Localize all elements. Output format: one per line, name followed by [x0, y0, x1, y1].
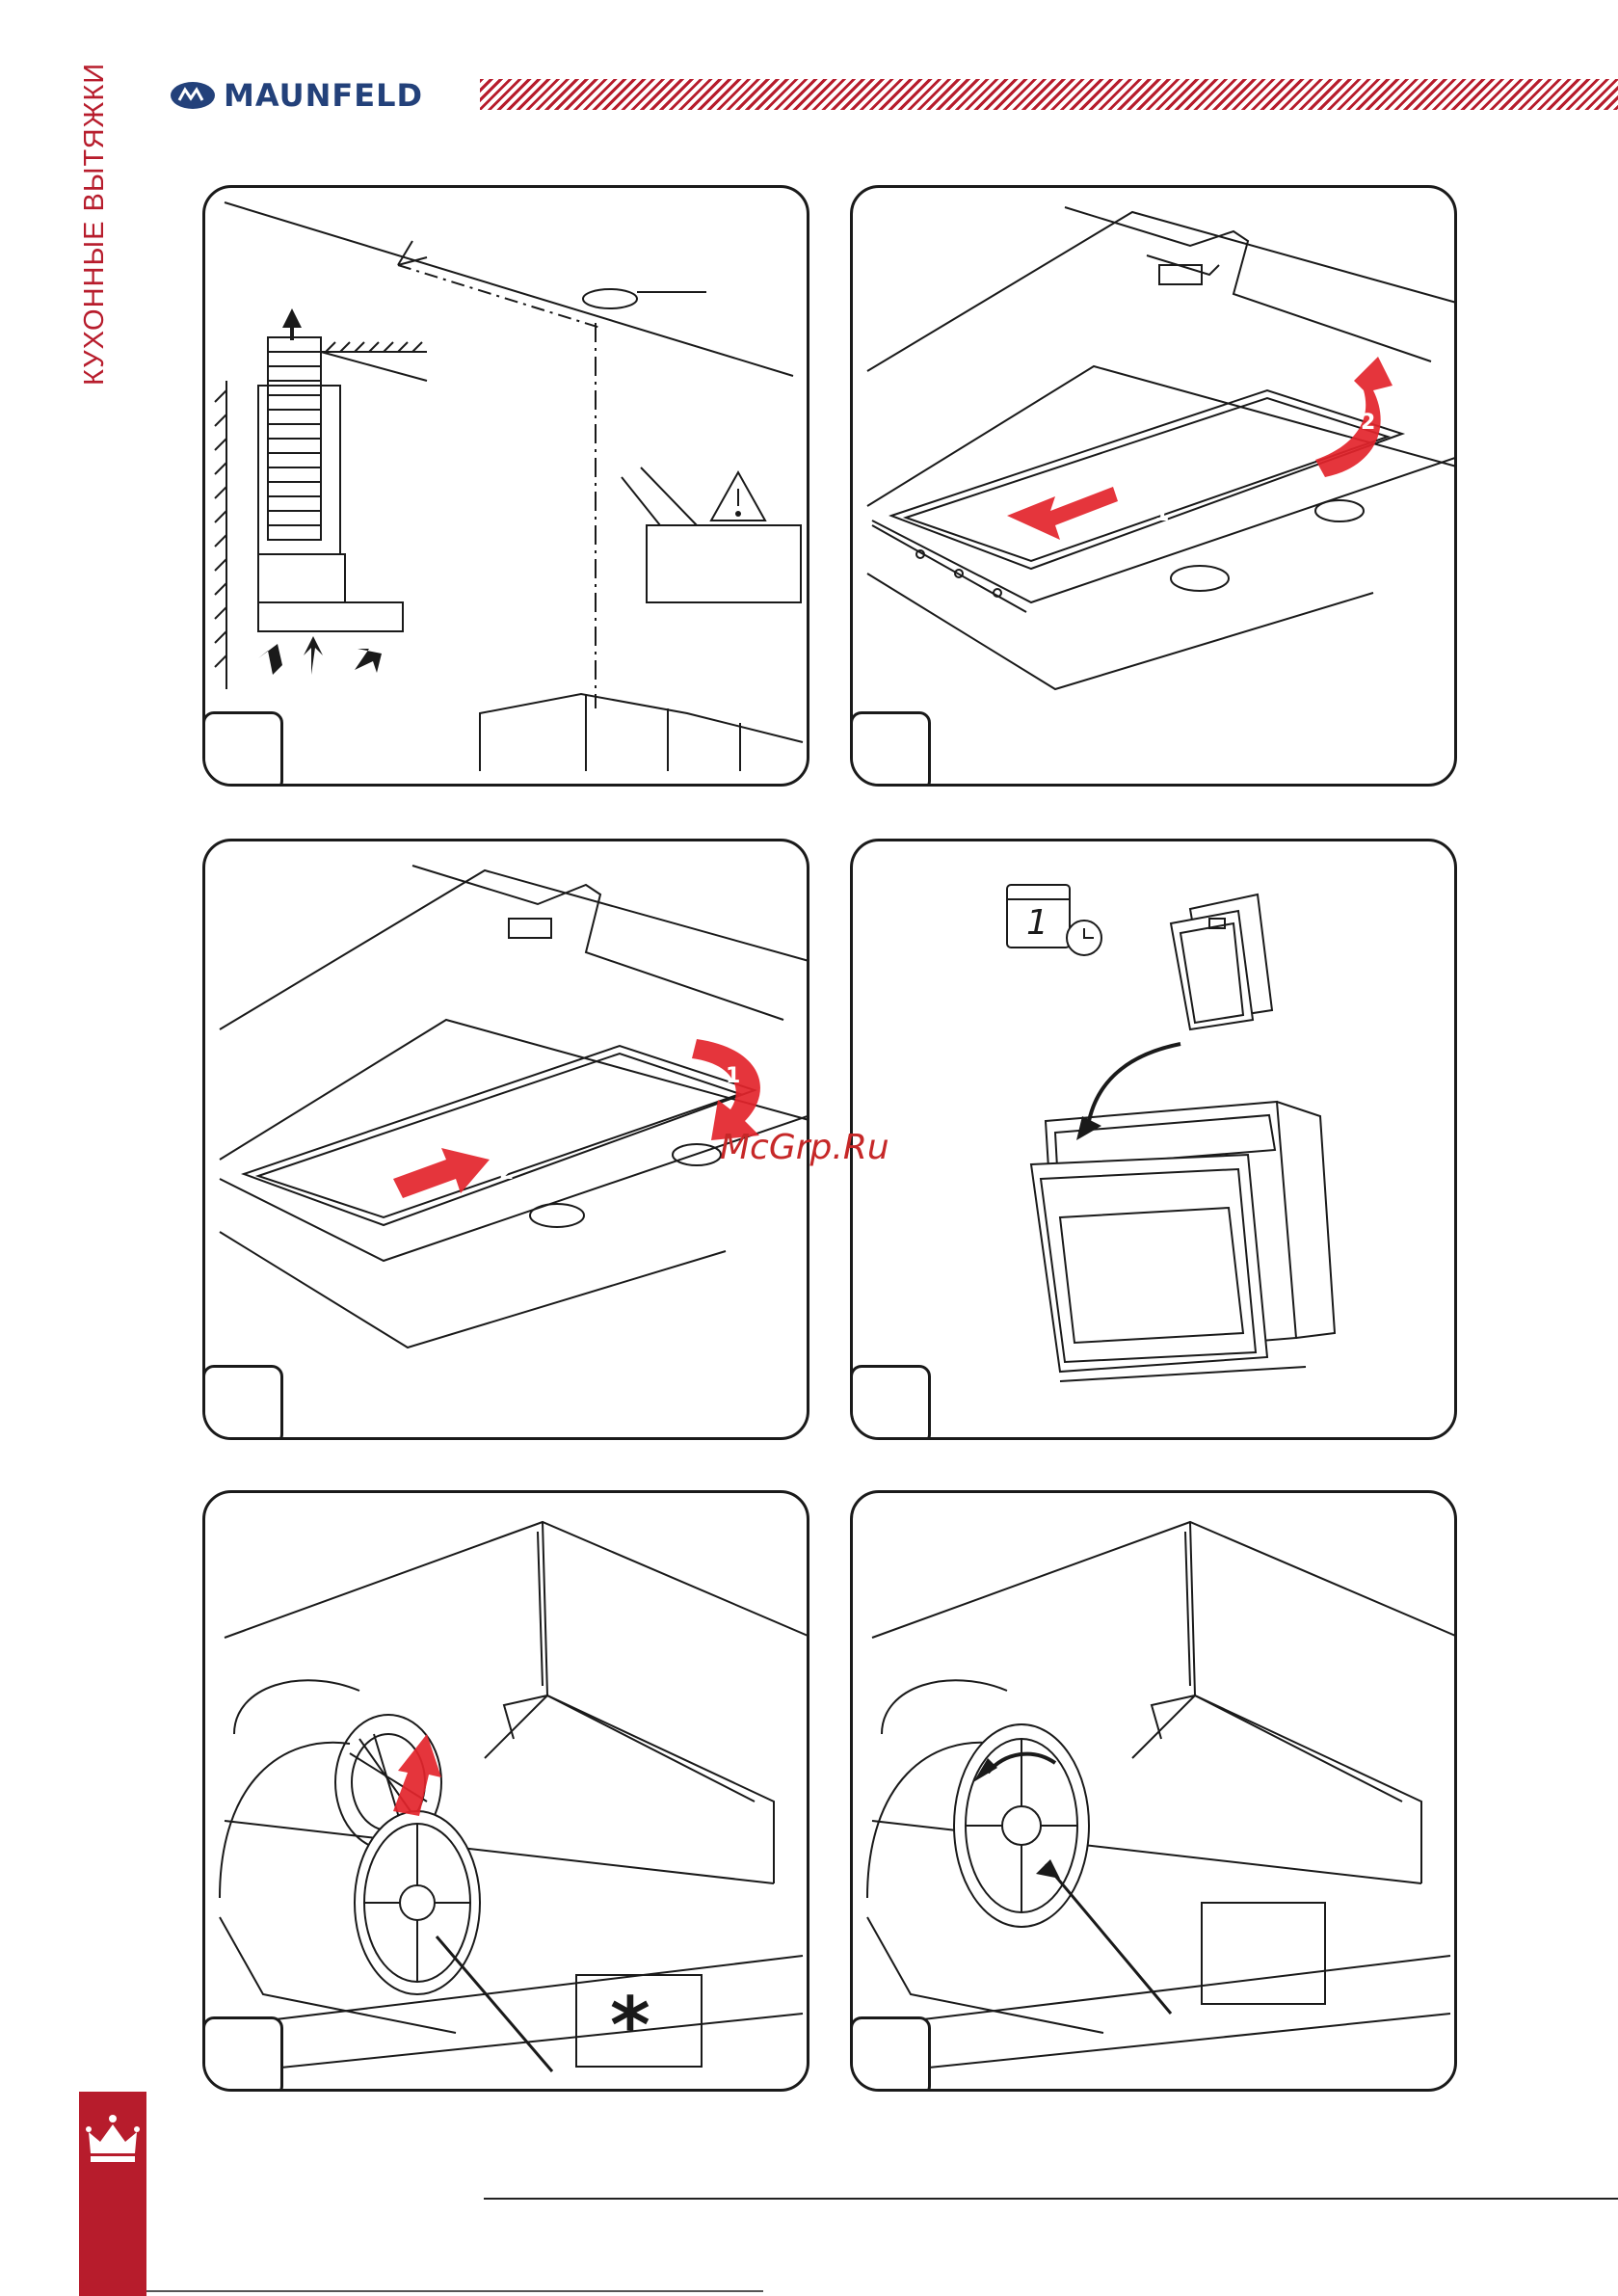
svg-text:2: 2	[1361, 411, 1375, 435]
side-title: КУХОННЫЕ ВЫТЯЖКИ	[79, 77, 137, 386]
step-number-box-5	[202, 2016, 283, 2092]
brand-logo: MAUNFELD	[170, 73, 423, 118]
brand-name: MAUNFELD	[224, 77, 423, 114]
carbon-filter-rotate-illustration	[853, 1493, 1457, 2092]
carbon-filter-fit-illustration: *	[205, 1493, 809, 2092]
watermark-text: McGrp.Ru	[720, 1128, 889, 1167]
step-number-box-3	[202, 1365, 283, 1440]
panel-carbon-filter-fit: *	[202, 1490, 809, 2092]
footer-rule	[484, 2198, 1618, 2200]
panel-install-diagram	[202, 185, 809, 787]
svg-text:2: 2	[499, 1161, 514, 1185]
step-number-box-2	[850, 711, 931, 787]
filter-removal-illustration: 1 2	[853, 188, 1457, 787]
svg-text:1: 1	[726, 1064, 740, 1088]
panel-carbon-filter-rotate	[850, 1490, 1457, 2092]
side-title-text: КУХОННЫЕ ВЫТЯЖКИ	[79, 63, 111, 386]
panel-filter-insertion: 1 2	[202, 839, 809, 1440]
brand-side-bar	[79, 2092, 146, 2296]
install-illustration	[205, 188, 809, 787]
panel-filter-removal: 1 2	[850, 185, 1457, 787]
panel-dishwasher-cleaning: 1	[850, 839, 1457, 1440]
header-hatch-band	[480, 79, 1618, 110]
step-number-box-1	[202, 711, 283, 787]
filter-insertion-illustration: 1 2	[205, 841, 809, 1440]
logo-emblem-icon	[170, 81, 216, 110]
svg-text:1: 1	[1154, 502, 1169, 526]
dishwasher-illustration: 1	[853, 841, 1457, 1440]
calendar-number: 1	[1026, 903, 1048, 943]
step-number-box-4	[850, 1365, 931, 1440]
bottom-rule	[146, 2290, 763, 2292]
step-number-box-6	[850, 2016, 931, 2092]
crown-icon	[79, 2105, 146, 2182]
callout-symbol: *	[610, 1981, 650, 2070]
